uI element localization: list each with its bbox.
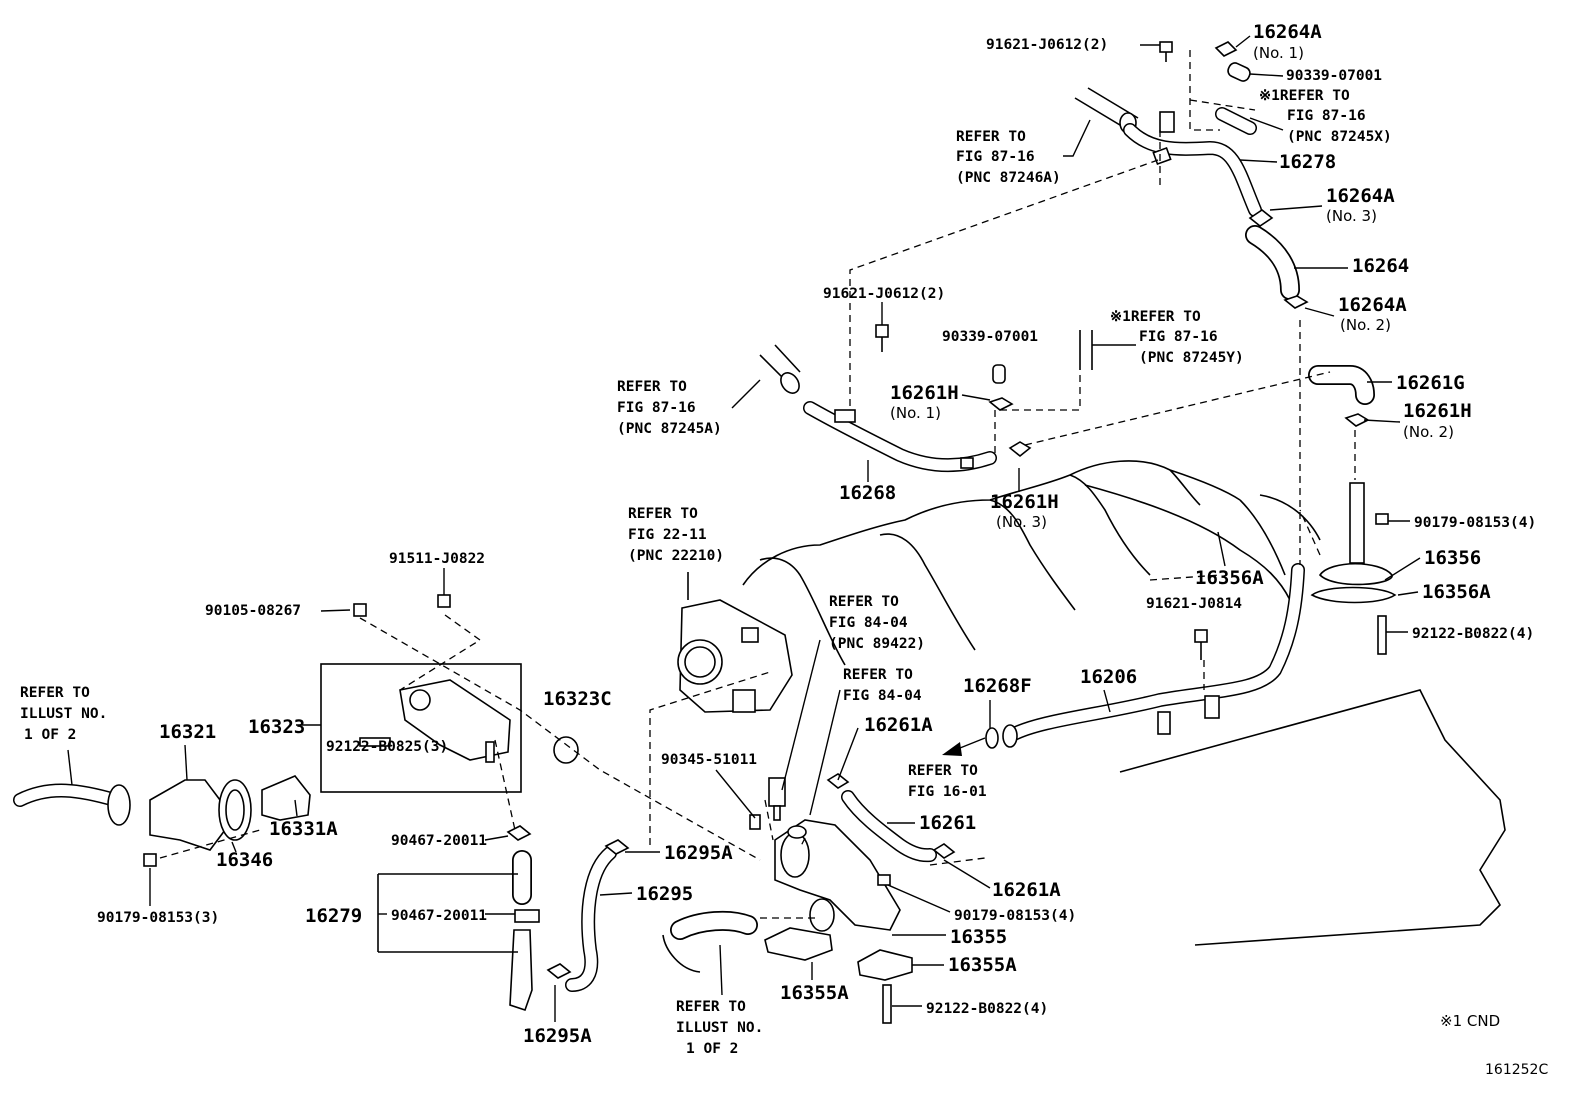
part-number-label: 16264 xyxy=(1352,255,1409,277)
reference-label: (PNC 89422) xyxy=(829,636,925,652)
thermostat-housing-group xyxy=(13,594,572,1012)
reference-label: REFER TO xyxy=(956,129,1026,145)
part-number-label: 16355A xyxy=(948,954,1017,976)
reference-label: REFER TO xyxy=(20,685,90,701)
part-number-label: 16331A xyxy=(269,818,338,840)
part-number-label: 16264A xyxy=(1338,294,1407,316)
part-number-label: 16356 xyxy=(1424,547,1481,569)
engine-outline xyxy=(742,460,1506,946)
reference-label: ※1REFER TO xyxy=(1259,88,1350,104)
arrow-to-fig-16-01 xyxy=(942,737,986,756)
part-number-label: 16295 xyxy=(636,883,693,905)
part-number-label: 16295A xyxy=(523,1025,592,1047)
part-number-label: 16279 xyxy=(305,905,362,927)
part-sub-label: (No. 1) xyxy=(1253,44,1304,62)
reference-label: FIG 87-16 xyxy=(1287,108,1366,124)
part-number-label: 16355A xyxy=(780,982,849,1004)
reference-label: 90179-08153(4) xyxy=(1414,515,1536,531)
part-number-label: 16355 xyxy=(950,926,1007,948)
reference-label: 90179-08153(3) xyxy=(97,910,219,926)
reference-label: 1 OF 2 xyxy=(686,1041,738,1057)
reference-label: FIG 87-16 xyxy=(956,149,1035,165)
part-number-label: 16264A xyxy=(1253,21,1322,43)
reference-label: FIG 87-16 xyxy=(1139,329,1218,345)
part-number-label: 16261A xyxy=(992,879,1061,901)
part-sub-label: (No. 2) xyxy=(1403,423,1454,441)
part-number-label: 16268 xyxy=(839,482,896,504)
reference-label: 91511-J0822 xyxy=(389,551,485,567)
reference-label: ※1REFER TO xyxy=(1110,309,1201,325)
reference-label: 92122-B0822(4) xyxy=(926,1001,1048,1017)
reference-label: FIG 22-11 xyxy=(628,527,707,543)
reference-label: (PNC 87245Y) xyxy=(1139,350,1244,366)
part-number-label: 16261G xyxy=(1396,372,1465,394)
part-sub-label: (No. 3) xyxy=(996,513,1047,531)
reference-label: REFER TO xyxy=(617,379,687,395)
reference-label: 92122-B0822(4) xyxy=(1412,626,1534,642)
reference-label: (PNC 87245X) xyxy=(1287,129,1392,145)
reference-label: 90467-20011 xyxy=(391,833,487,849)
sensor-and-hose-16261 xyxy=(749,773,956,863)
part-number-label: 16346 xyxy=(216,849,273,871)
throttle-body xyxy=(677,572,793,713)
reference-label: FIG 16-01 xyxy=(908,784,987,800)
reference-label: 91621-J0612(2) xyxy=(986,37,1108,53)
reference-label: FIG 84-04 xyxy=(843,688,922,704)
part-number-label: 16323 xyxy=(248,716,305,738)
heater-pipe-16268 xyxy=(759,324,1093,473)
dashed-assembly-lines xyxy=(159,50,1356,919)
part-number-label: 16278 xyxy=(1279,151,1336,173)
water-bypass-pipe-16206 xyxy=(985,563,1305,749)
part-number-label: 16261H xyxy=(890,382,959,404)
footnote: ※1 CND xyxy=(1440,1012,1500,1030)
part-number-label: 16356A xyxy=(1422,581,1491,603)
part-number-label: 16261H xyxy=(990,491,1059,513)
part-number-label: 16261H xyxy=(1403,400,1472,422)
reference-label: FIG 87-16 xyxy=(617,400,696,416)
part-number-label: 16356A xyxy=(1195,567,1264,589)
reference-label: 91621-J0612(2) xyxy=(823,286,945,302)
part-sub-label: (No. 2) xyxy=(1340,316,1391,334)
hose-16295 xyxy=(565,839,630,992)
reference-label: 1 OF 2 xyxy=(24,727,76,743)
reference-label: 91621-J0814 xyxy=(1146,596,1242,612)
part-sub-label: (No. 3) xyxy=(1326,207,1377,225)
water-outlet-16356 xyxy=(1308,365,1397,655)
part-number-label: 16264A xyxy=(1326,185,1395,207)
part-number-label: 16321 xyxy=(159,721,216,743)
part-number-label: 16295A xyxy=(664,842,733,864)
reference-label: REFER TO xyxy=(676,999,746,1015)
reference-label: 90339-07001 xyxy=(1286,68,1382,84)
reference-label: 90105-08267 xyxy=(205,603,301,619)
reference-label: ILLUST NO. xyxy=(676,1020,763,1036)
reference-label: 90467-20011 xyxy=(391,908,487,924)
part-labels: 91621-J0612(2)16264A(No. 1)90339-07001※1… xyxy=(20,21,1536,1057)
reference-label: 90345-51011 xyxy=(661,752,757,768)
reference-label: REFER TO xyxy=(843,667,913,683)
upper-bypass-pipe xyxy=(1074,41,1309,309)
part-number-label: 16261 xyxy=(919,812,976,834)
part-number-label: 16323C xyxy=(543,688,612,710)
reference-label: ILLUST NO. xyxy=(20,706,107,722)
diagram-id: 161252C xyxy=(1485,1062,1548,1078)
reference-label: (PNC 87246A) xyxy=(956,170,1061,186)
reference-label: 90179-08153(4) xyxy=(954,908,1076,924)
reference-label: REFER TO xyxy=(908,763,978,779)
reference-label: (PNC 22210) xyxy=(628,548,724,564)
part-sub-label: (No. 1) xyxy=(890,404,941,422)
reference-label: 92122-B0825(3) xyxy=(326,739,448,755)
part-number-label: 16261A xyxy=(864,714,933,736)
reference-label: 90339-07001 xyxy=(942,329,1038,345)
part-number-label: 16206 xyxy=(1080,666,1137,688)
leader-lines xyxy=(67,35,1421,1022)
reference-label: REFER TO xyxy=(829,594,899,610)
reference-label: FIG 84-04 xyxy=(829,615,908,631)
gasket-16323c xyxy=(553,736,579,764)
reference-label: REFER TO xyxy=(628,506,698,522)
reference-label: (PNC 87245A) xyxy=(617,421,722,437)
part-number-label: 16268F xyxy=(963,675,1032,697)
